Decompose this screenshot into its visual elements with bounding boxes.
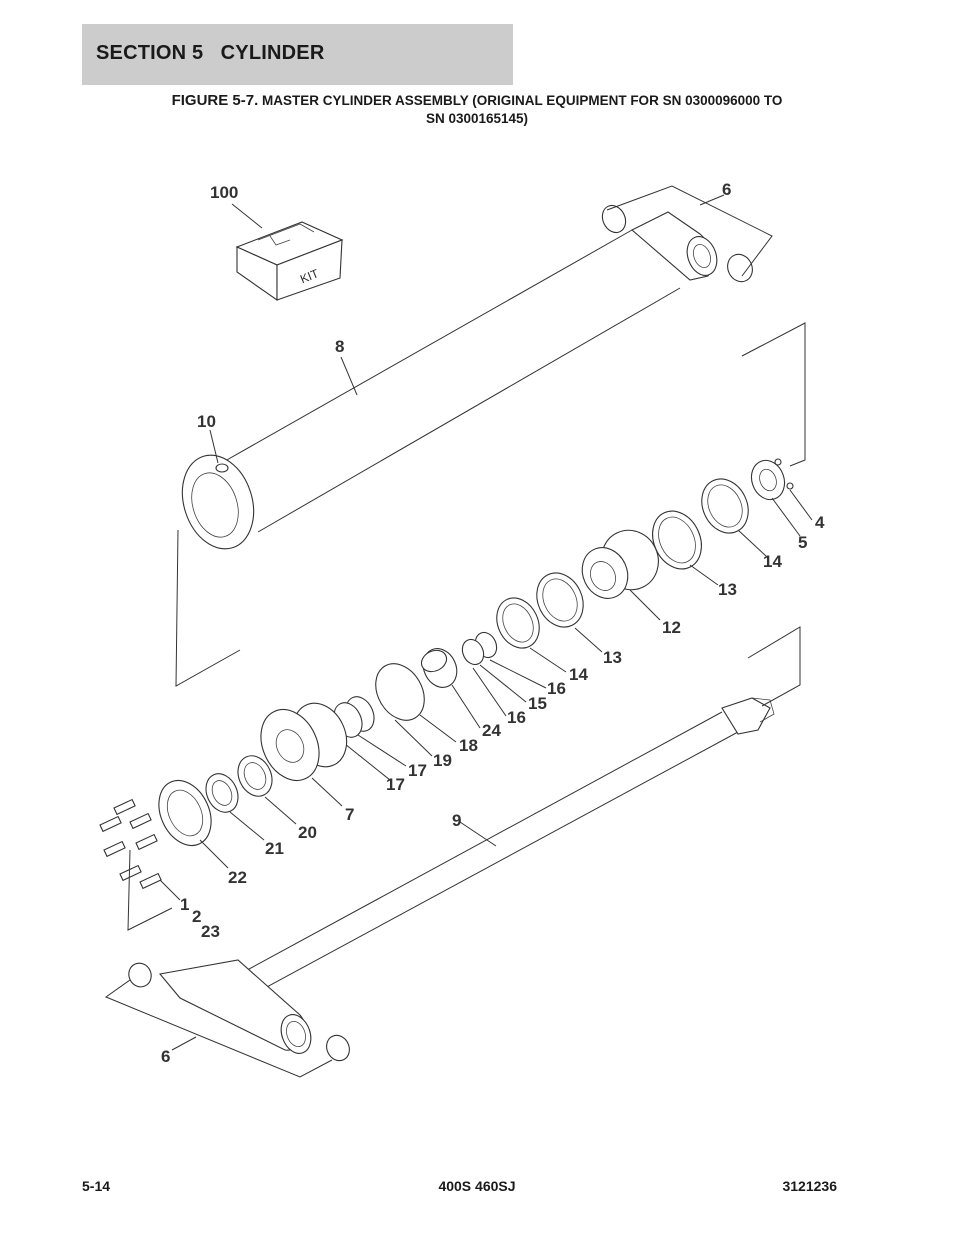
section-header-band: SECTION 5 CYLINDER: [82, 24, 513, 85]
callout-15: 15: [528, 694, 547, 713]
callout-16-a: 16: [547, 679, 566, 698]
footer-doc-number: 3121236: [782, 1178, 837, 1194]
callout-21: 21: [265, 839, 284, 858]
callout-6-top: 6: [722, 180, 731, 199]
callout-18: 18: [459, 736, 478, 755]
callout-7: 7: [345, 805, 354, 824]
rod-end-nut: [750, 458, 794, 501]
footer-page-number: 5-14: [82, 1178, 111, 1194]
piston: [581, 529, 659, 599]
callout-13-a: 13: [718, 580, 737, 599]
callout-14-b: 14: [569, 665, 588, 684]
kit-box: KIT: [235, 221, 344, 302]
callout-8: 8: [335, 337, 344, 356]
callout-9: 9: [452, 811, 461, 830]
figure-caption: FIGURE 5-7. MASTER CYLINDER ASSEMBLY (OR…: [82, 92, 872, 128]
section-title: SECTION 5 CYLINDER: [96, 42, 325, 64]
callout-14-a: 14: [763, 552, 782, 571]
figure-title-line1: MASTER CYLINDER ASSEMBLY (ORIGINAL EQUIP…: [258, 93, 783, 108]
callout-24: 24: [482, 721, 501, 740]
callout-20: 20: [298, 823, 317, 842]
figure-title-line2: SN 0300165145): [425, 111, 529, 126]
callout-17-b: 17: [386, 775, 405, 794]
piston-rod: [128, 697, 775, 1062]
callout-4: 4: [815, 513, 825, 532]
callout-19: 19: [433, 751, 452, 770]
footer-model: 400S 460SJ: [438, 1178, 516, 1194]
callout-17-a: 17: [408, 761, 427, 780]
callout-16-b: 16: [507, 708, 526, 727]
callout-5: 5: [798, 533, 807, 552]
kit-label: KIT: [298, 266, 321, 286]
callout-22: 22: [228, 868, 247, 887]
callout-100: 100: [210, 183, 238, 202]
bolt-set: [99, 798, 162, 890]
callout-2: 2: [192, 907, 201, 926]
callout-1: 1: [180, 895, 189, 914]
callout-13-b: 13: [603, 648, 622, 667]
cylinder-head: [260, 702, 348, 781]
callout-12: 12: [662, 618, 681, 637]
callout-10: 10: [197, 412, 216, 431]
cylinder-barrel: [181, 204, 753, 550]
figure-number: FIGURE 5-7.: [171, 92, 259, 109]
callout-23: 23: [201, 922, 220, 941]
callout-6-bottom: 6: [161, 1047, 170, 1066]
